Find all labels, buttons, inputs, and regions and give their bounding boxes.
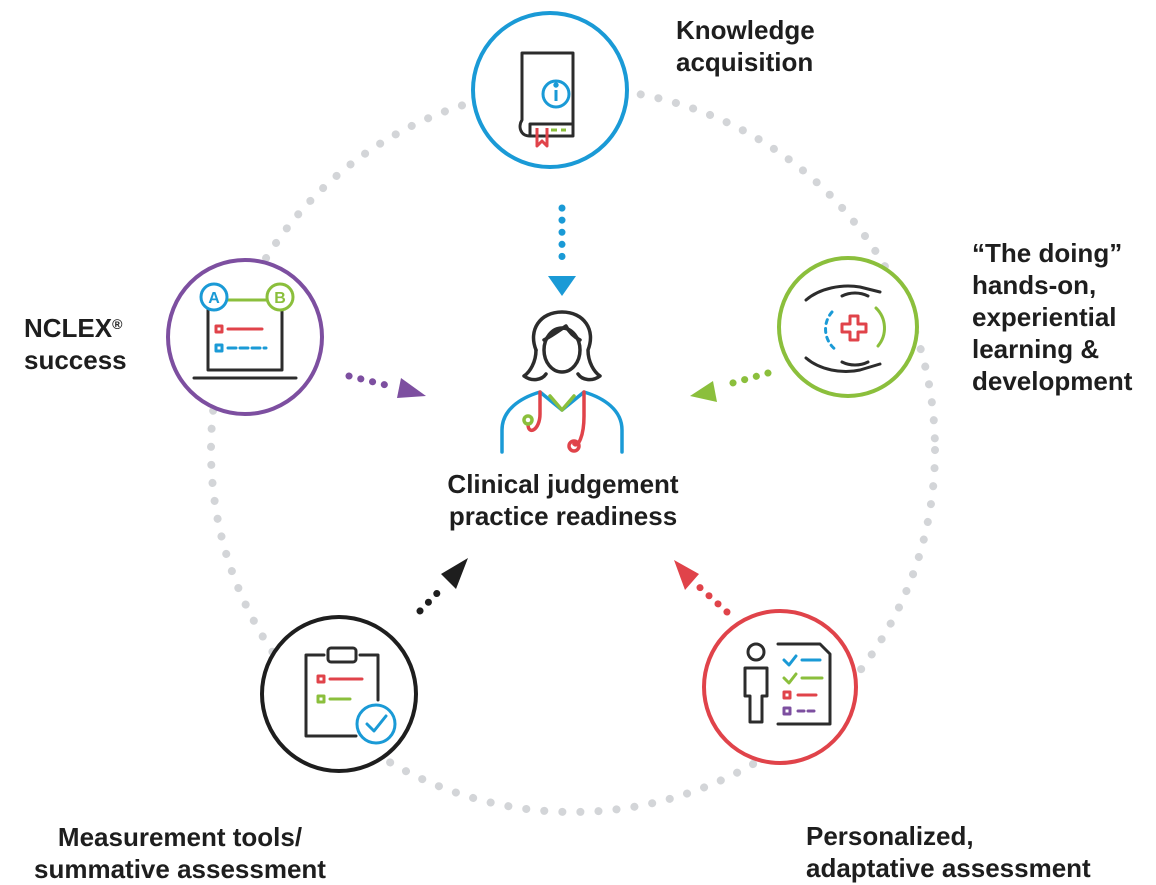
laptop-quiz-icon: [192, 298, 298, 380]
doing-line-5: development: [972, 366, 1133, 396]
svg-text:B: B: [274, 290, 286, 307]
nclex-line-2: success: [24, 345, 127, 375]
node-nclex: A B: [166, 258, 324, 416]
arrow-nclex: [345, 372, 426, 398]
arrow-doing: [690, 369, 772, 402]
personalized-line-1: Personalized,: [806, 821, 974, 851]
node-measurement: [260, 615, 418, 773]
arrow-personalized: [674, 560, 731, 616]
clipboard-check-icon: [304, 646, 397, 745]
label-personalized: Personalized, adaptative assessment: [806, 820, 1091, 884]
measurement-line-2: summative assessment: [34, 854, 326, 884]
measurement-line-1: Measurement tools/: [57, 822, 303, 852]
doing-line-2: hands-on,: [972, 270, 1097, 300]
arrow-measurement: [416, 558, 468, 615]
option-a-badge: A: [199, 282, 229, 312]
doing-line-4: learning &: [972, 334, 1100, 364]
info-book-icon: [518, 51, 575, 148]
label-measurement: Measurement tools/ summative assessment: [0, 821, 360, 885]
center-line-2: practice readiness: [448, 501, 678, 531]
center-label: Clinical judgement practice readiness: [420, 468, 706, 532]
doing-line-1: “The doing”: [972, 238, 1123, 268]
registered-mark: ®: [112, 316, 123, 332]
arrow-knowledge: [548, 204, 576, 296]
label-nclex: NCLEX® success: [24, 312, 127, 376]
label-doing: “The doing” hands-on, experiential learn…: [972, 237, 1132, 397]
node-personalized: [702, 609, 858, 765]
center-line-1: Clinical judgement: [447, 469, 679, 499]
nclex-word: NCLEX: [24, 313, 113, 343]
svg-text:A: A: [208, 290, 220, 307]
option-b-badge: B: [265, 282, 295, 312]
node-doing: [777, 256, 919, 398]
nurse-icon: [500, 310, 624, 454]
knowledge-line-1: Knowledge: [676, 15, 815, 45]
node-knowledge: [471, 11, 629, 169]
nclex-line-1: NCLEX®: [24, 312, 127, 344]
doing-line-3: experiential: [972, 302, 1117, 332]
caring-hands-icon: [804, 284, 886, 373]
knowledge-line-2: acquisition: [676, 47, 814, 77]
personalized-line-2: adaptative assessment: [806, 853, 1091, 883]
label-knowledge: Knowledge acquisition: [676, 14, 815, 78]
person-checklist-icon: [743, 642, 832, 726]
